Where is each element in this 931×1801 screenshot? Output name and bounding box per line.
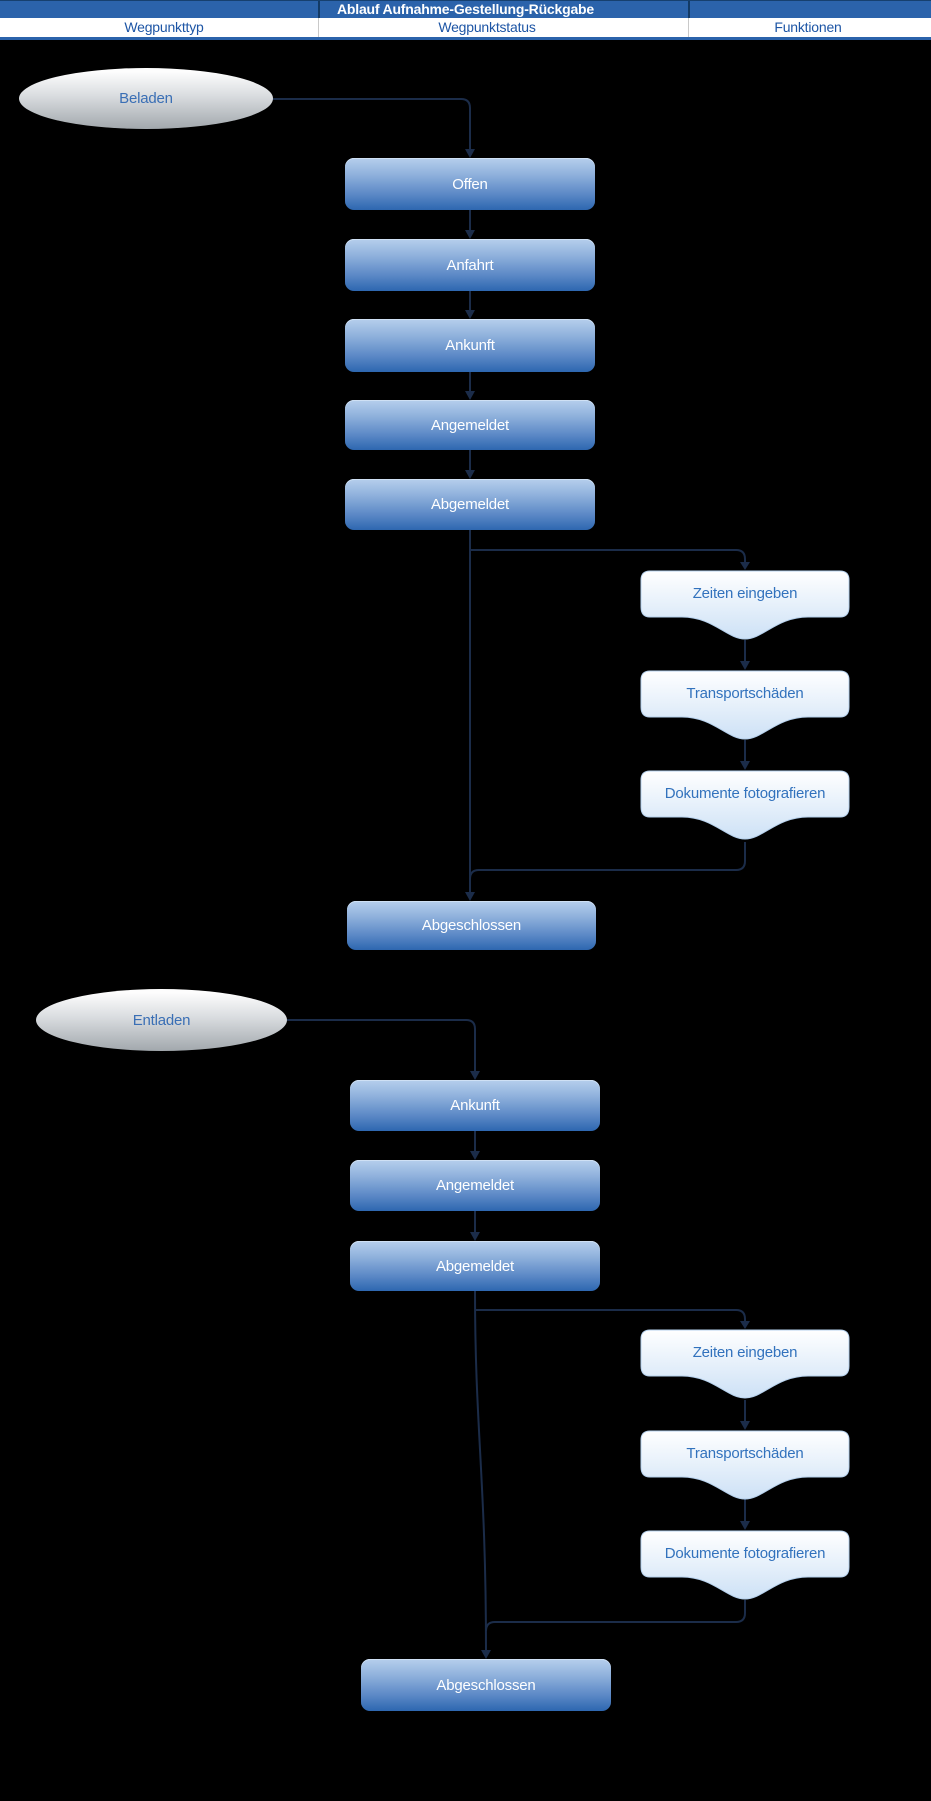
status-box-angemeldet-2: Angemeldet — [350, 1160, 600, 1211]
banner-shape — [640, 770, 850, 840]
column-header-wegpunkttyp: Wegpunkttyp — [124, 19, 204, 35]
banner-shape — [640, 1430, 850, 1500]
function-banner-zeiten-eingeben: Zeiten eingeben — [640, 570, 850, 640]
status-box-angemeldet: Angemeldet — [345, 400, 595, 450]
function-banner-label: Transportschäden — [686, 1444, 804, 1462]
banner-shape — [640, 570, 850, 640]
column-divider — [688, 18, 689, 37]
function-banner-dokumente-fotografieren: Dokumente fotografieren — [640, 770, 850, 840]
banner-shape — [640, 1530, 850, 1600]
column-divider — [318, 18, 319, 37]
status-box-abgeschlossen-2: Abgeschlossen — [361, 1659, 611, 1711]
function-banner-zeiten-eingeben-2: Zeiten eingeben — [640, 1329, 850, 1399]
status-box-abgeschlossen: Abgeschlossen — [347, 901, 596, 950]
banner-shape — [640, 670, 850, 740]
waypoint-type-ellipse-beladen: Beladen — [19, 68, 273, 129]
page-title: Ablauf Aufnahme-Gestellung-Rückgabe — [337, 1, 594, 17]
function-banner-transportschaeden-2: Transportschäden — [640, 1430, 850, 1500]
header-rule — [0, 37, 931, 40]
status-box-ankunft-2: Ankunft — [350, 1080, 600, 1131]
status-box-anfahrt: Anfahrt — [345, 239, 595, 291]
waypoint-type-ellipse-entladen: Entladen — [36, 989, 287, 1051]
function-banner-label: Transportschäden — [686, 684, 804, 702]
status-box-abgemeldet-2: Abgemeldet — [350, 1241, 600, 1291]
function-banner-transportschaeden: Transportschäden — [640, 670, 850, 740]
status-box-offen: Offen — [345, 158, 595, 210]
function-banner-dokumente-fotografieren-2: Dokumente fotografieren — [640, 1530, 850, 1600]
function-banner-label: Zeiten eingeben — [692, 584, 798, 602]
column-header-funktionen: Funktionen — [774, 19, 842, 35]
header-column-divider — [688, 1, 690, 19]
column-header-row: Wegpunkttyp Wegpunktstatus Funktionen — [0, 18, 931, 37]
status-box-abgemeldet: Abgemeldet — [345, 479, 595, 530]
header-title-bar — [0, 0, 931, 19]
banner-shape — [640, 1329, 850, 1399]
status-box-ankunft: Ankunft — [345, 319, 595, 372]
column-header-wegpunktstatus: Wegpunktstatus — [438, 19, 536, 35]
function-banner-label: Dokumente fotografieren — [664, 1544, 826, 1562]
function-banner-label: Zeiten eingeben — [692, 1343, 798, 1361]
header-column-divider — [318, 1, 320, 19]
function-banner-label: Dokumente fotografieren — [664, 784, 826, 802]
